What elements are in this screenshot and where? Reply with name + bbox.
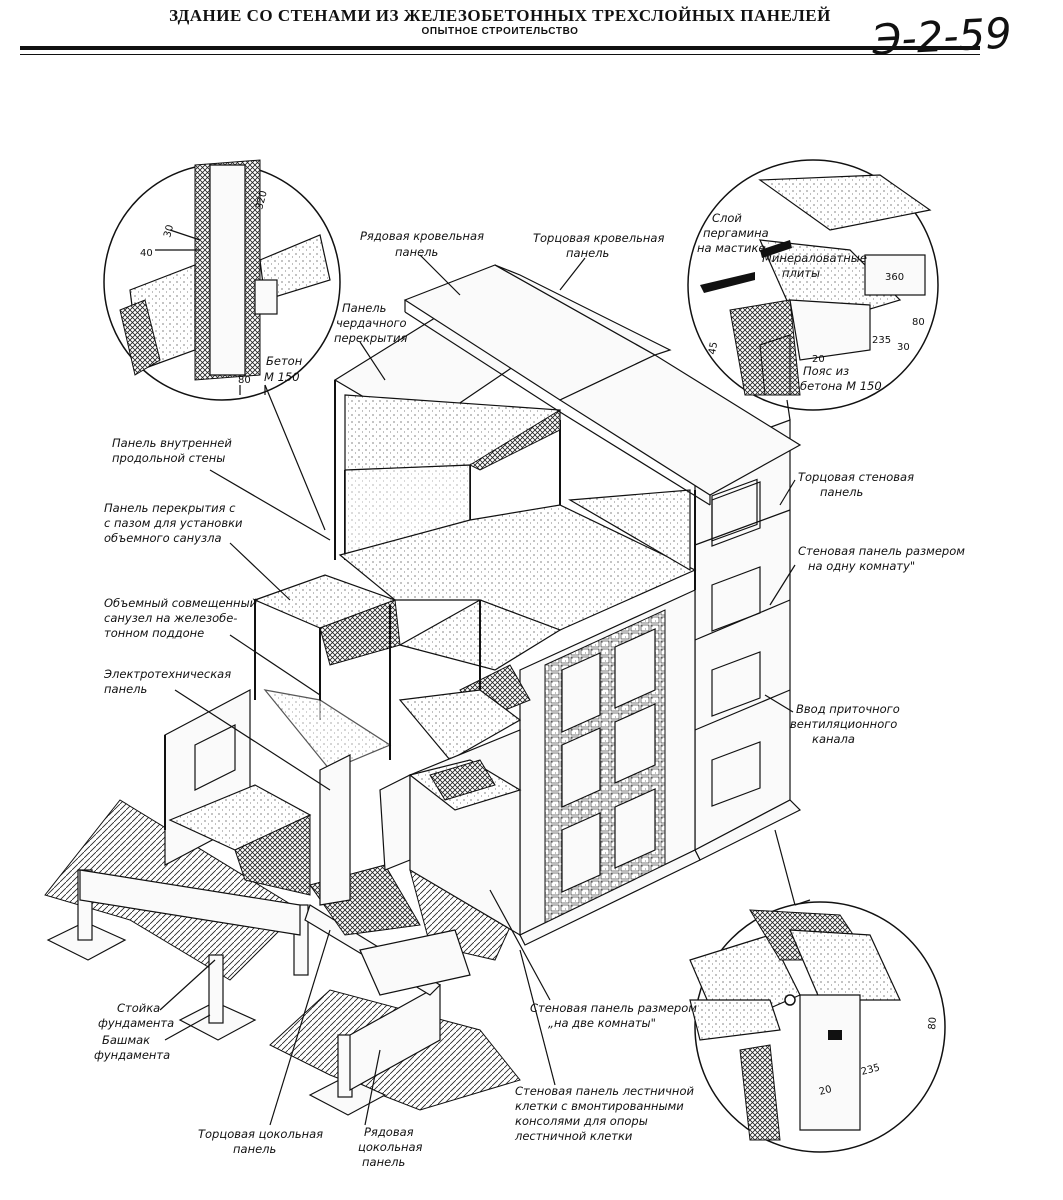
label-stair-panel: Стеновая панель лестничной [515, 1084, 694, 1098]
label-end-wall: панель [820, 485, 863, 499]
detail-bottom-right: 235 20 80 [689, 901, 946, 1153]
header-rule-thick [20, 46, 980, 50]
detail-top-left: 40 30 320 80 Бетон М 150 [103, 159, 341, 401]
label-found-post: Стойка [117, 1001, 160, 1015]
roof-panels [403, 264, 802, 506]
label-bathroom: тонном поддоне [104, 626, 204, 640]
label-electric: Электротехническая [103, 667, 231, 681]
detail-dim: 80 [912, 317, 925, 328]
label-end-plinth: панель [233, 1142, 276, 1156]
page-subtitle: ОПЫТНОЕ СТРОИТЕЛЬСТВО [421, 26, 579, 37]
label-row-plinth: панель [362, 1155, 405, 1169]
label-attic-slab: Панель [342, 301, 386, 315]
detail-dim: 360 [885, 272, 904, 283]
label-roof-end: панель [566, 246, 609, 260]
label-vent-inlet: Ввод приточного [796, 702, 900, 716]
label-attic-slab: чердачного [336, 316, 407, 330]
label-inner-wall: Панель внутренней [112, 436, 232, 450]
detail-label: на мастике [697, 241, 765, 255]
label-row-plinth: цокольная [358, 1140, 423, 1154]
label-stair-panel: консолями для опоры [515, 1114, 648, 1128]
label-electric: панель [104, 682, 147, 696]
detail-dim: 20 [812, 354, 825, 365]
label-vent-inlet: канала [812, 732, 855, 746]
middle-floor [253, 574, 562, 771]
label-floor-slab: с пазом для установки [104, 516, 243, 530]
label-floor-slab: объемного санузла [104, 531, 222, 545]
label-inner-wall: продольной стены [112, 451, 225, 465]
label-two-rooms: Стеновая панель размером [530, 1001, 697, 1015]
label-stair-panel: лестничной клетки [514, 1129, 633, 1143]
label-floor-slab: Панель перекрытия с [104, 501, 236, 515]
label-attic-slab: перекрытия [334, 331, 407, 345]
lower-floor [164, 689, 522, 937]
label-roof-end: Торцовая кровельная [533, 231, 664, 245]
detail-dim: 45 [707, 341, 720, 355]
page-title: ЗДАНИЕ СО СТЕНАМИ ИЗ ЖЕЛЕЗОБЕТОННЫХ ТРЕХ… [169, 6, 831, 25]
label-vent-inlet: вентиляционного [790, 717, 897, 731]
detail-label: М 150 [264, 370, 300, 384]
label-two-rooms: „на две комнаты" [548, 1016, 656, 1030]
detail-dim: 235 [872, 335, 891, 346]
detail-dim: 30 [162, 224, 176, 239]
label-found-post: фундамента [98, 1016, 174, 1030]
detail-label: Бетон [266, 354, 303, 368]
detail-dim: 30 [897, 342, 910, 353]
detail-dim: 235 [860, 1062, 881, 1078]
label-end-plinth: Торцовая цокольная [198, 1127, 323, 1141]
label-found-shoe: Башмак [102, 1033, 150, 1047]
label-bathroom: Объемный совмещенный [104, 596, 258, 610]
detail-top-right: Слой пергамина на мастике Минераловатные… [687, 159, 939, 411]
leader-lines [159, 254, 811, 1126]
detail-label: пергамина [703, 226, 769, 240]
label-end-wall: Торцовая стеновая [798, 470, 914, 484]
label-row-plinth: Рядовая [364, 1125, 414, 1139]
callout-labels: Рядовая кровельная панель Торцовая крове… [94, 229, 965, 1169]
detail-label: бетона М 150 [800, 379, 882, 393]
label-roof-row: панель [395, 245, 438, 259]
plinth-panels [79, 869, 471, 1092]
detail-dim: 320 [254, 189, 270, 210]
detail-label: Слой [712, 211, 742, 225]
label-one-room: Стеновая панель размером [798, 544, 965, 558]
detail-label: Минераловатные [762, 251, 867, 265]
detail-dim: 20 [818, 1084, 833, 1098]
detail-dim: 80 [238, 375, 251, 386]
detail-dim: 40 [140, 248, 153, 259]
detail-label: плиты [782, 266, 820, 280]
label-one-room: на одну комнату" [808, 559, 915, 573]
label-bathroom: санузел на железобе- [104, 611, 237, 625]
label-found-shoe: фундамента [94, 1048, 170, 1062]
facade-wall-panels [519, 589, 701, 946]
label-stair-panel: клетки с вмонтированными [515, 1099, 684, 1113]
label-roof-row: Рядовая кровельная [360, 229, 484, 243]
detail-label: Пояс из [803, 364, 849, 378]
detail-dim: 80 [927, 1017, 939, 1031]
header-rule-thin [20, 54, 980, 55]
